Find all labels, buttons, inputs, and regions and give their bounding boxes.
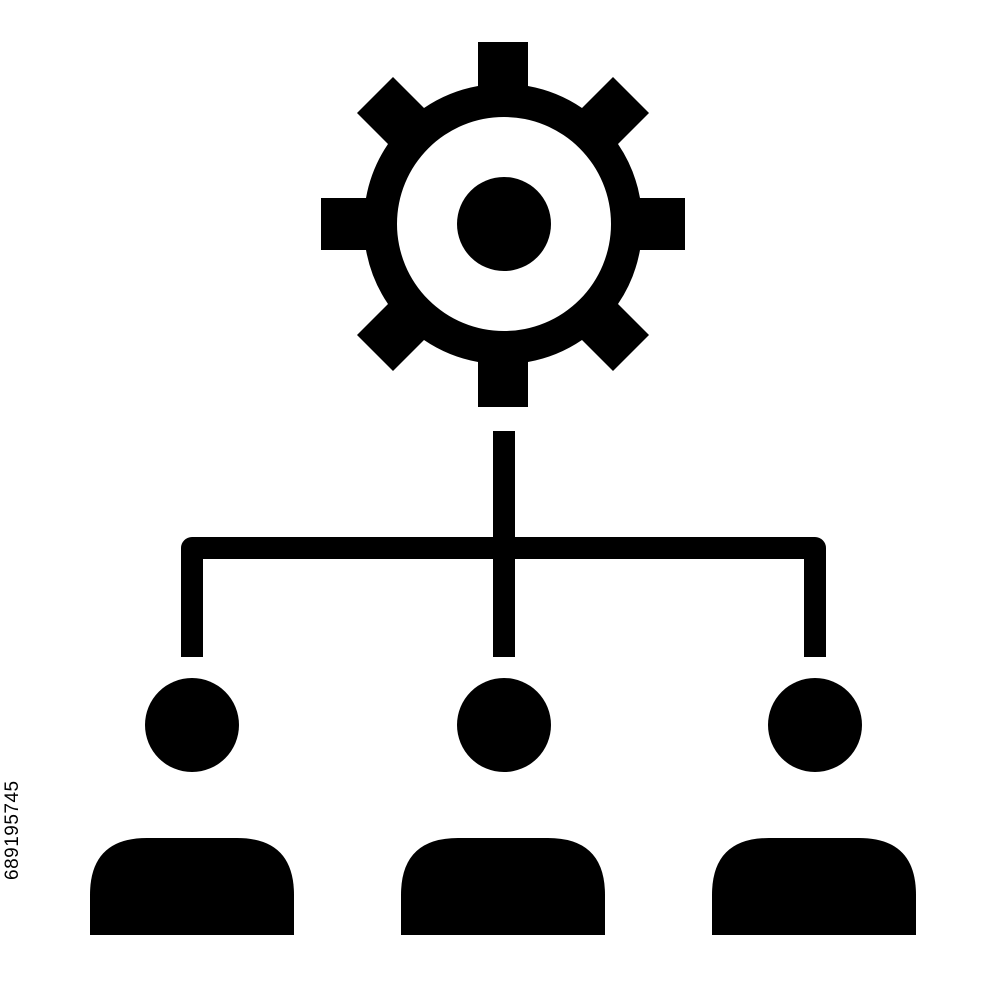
person-icon [712,678,916,935]
connector-tree [181,431,826,657]
person-icon [90,678,294,935]
person-head [457,678,551,772]
person-head [145,678,239,772]
person-head [768,678,862,772]
gear-center-dot [457,177,551,271]
person-body [712,838,916,935]
person-body [90,838,294,935]
person-icon [401,678,605,935]
stock-id-label: 689195745 [2,780,23,880]
gear-icon [321,42,685,407]
connector-branches [181,537,826,657]
person-body [401,838,605,935]
